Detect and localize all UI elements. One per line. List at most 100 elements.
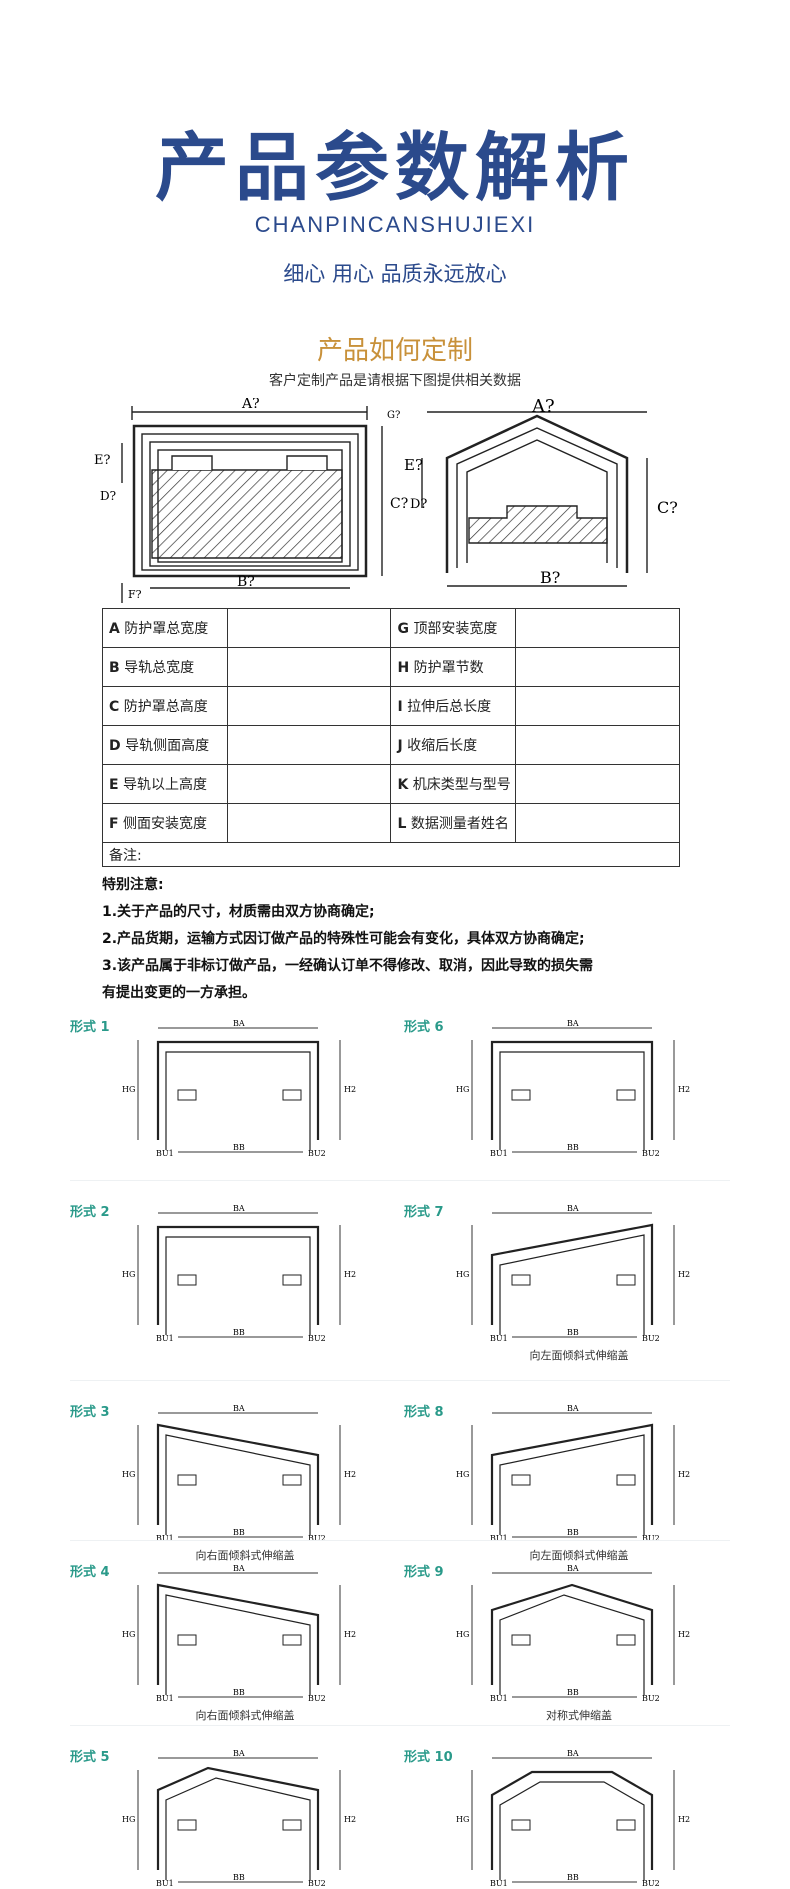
param-label: K 机床类型与型号 <box>390 764 517 804</box>
form-dim-label: HG <box>122 1470 135 1479</box>
form-caption: 向右面倾斜式伸缩盖 <box>195 1549 295 1562</box>
label-right-d: D? <box>410 497 427 512</box>
note-item: 2.产品货期，运输方式因订做产品的特殊性可能会有变化，具体双方协商确定; <box>102 931 585 947</box>
form-dim-label: BB <box>567 1143 579 1152</box>
form-dim-label: BB <box>233 1328 245 1337</box>
form-dim-label: H2 <box>344 1815 356 1824</box>
label-right-b: B? <box>540 568 560 587</box>
form-dim-label: HG <box>456 1085 469 1094</box>
form-dim-label: HG <box>456 1470 469 1479</box>
label-left-b: B? <box>237 574 255 590</box>
form-dim-label: BB <box>567 1873 579 1882</box>
form-dim-label: BB <box>567 1528 579 1537</box>
param-value <box>226 725 392 765</box>
form-dim-label: HG <box>456 1815 469 1824</box>
form-dim-label: BB <box>567 1688 579 1697</box>
param-value <box>515 725 680 765</box>
table-row: F 侧面安装宽度 L 数据测量者姓名 <box>102 803 680 843</box>
param-value <box>515 608 680 648</box>
form-caption: 向左面倾斜式伸缩盖 <box>529 1549 629 1562</box>
param-value <box>226 608 392 648</box>
label-left-e: E? <box>94 453 110 468</box>
param-label: H 防护罩节数 <box>390 647 517 687</box>
form-dim-label: BA <box>233 1205 245 1213</box>
form-label: 形式 5 <box>70 1750 110 1765</box>
param-label: F 侧面安装宽度 <box>102 803 228 843</box>
param-label: J 收缩后长度 <box>390 725 517 765</box>
form-dim-label: BU1 <box>490 1534 508 1543</box>
form-label: 形式 10 <box>404 1750 453 1765</box>
hero-section: 产品参数解析 CHANPINCANSHUJIEXI 细心 用心 品质永远放心 <box>0 0 790 300</box>
form-dim-label: BA <box>567 1205 579 1213</box>
remark-label: 备注: <box>102 842 680 867</box>
form-dim-label: BU2 <box>308 1534 326 1543</box>
form-label: 形式 2 <box>70 1205 110 1220</box>
page-title: 产品参数解析 <box>155 125 635 211</box>
custom-subtitle: 客户定制产品是请根据下图提供相关数据 <box>269 373 521 389</box>
form-label: 形式 6 <box>404 1020 444 1035</box>
form-dim-label: BB <box>233 1873 245 1882</box>
form-dim-label: H2 <box>678 1270 690 1279</box>
note-item: 有提出变更的一方承担。 <box>102 985 256 1001</box>
form-dim-label: BA <box>233 1020 245 1028</box>
form-dim-label: BB <box>233 1143 245 1152</box>
label-left-f: F? <box>128 588 142 601</box>
param-value <box>226 647 392 687</box>
param-value <box>226 764 392 804</box>
form-dim-label: H2 <box>678 1815 690 1824</box>
form-dim-label: H2 <box>678 1630 690 1639</box>
note-item: 1.关于产品的尺寸，材质需由双方协商确定; <box>102 904 375 920</box>
form-dim-label: HG <box>456 1630 469 1639</box>
form-dim-label: BU2 <box>642 1334 660 1343</box>
form-dim-label: BU2 <box>308 1149 326 1158</box>
form-dim-label: HG <box>122 1815 135 1824</box>
form-dim-label: BU2 <box>642 1694 660 1703</box>
label-right-c: C? <box>657 498 678 517</box>
label-left-g: G? <box>387 410 400 421</box>
measurement-diagram: A? G? E? D? C? B? F? A? E? D? C? B? <box>94 398 678 603</box>
table-row-remark: 备注: <box>102 842 680 867</box>
label-left-c: C? <box>390 496 408 512</box>
param-label: A 防护罩总宽度 <box>102 608 228 648</box>
form-label: 形式 9 <box>404 1565 444 1580</box>
label-right-a: A? <box>531 398 555 417</box>
param-value <box>515 764 680 804</box>
table-row: A 防护罩总宽度 G 顶部安装宽度 <box>102 608 680 648</box>
form-dim-label: H2 <box>344 1085 356 1094</box>
note-item: 3.该产品属于非标订做产品，一经确认订单不得修改、取消，因此导致的损失需 <box>102 958 594 974</box>
table-row: D 导轨侧面高度 J 收缩后长度 <box>102 725 680 765</box>
param-label: C 防护罩总高度 <box>102 686 228 726</box>
form-dim-label: HG <box>122 1270 135 1279</box>
form-dim-label: HG <box>456 1270 469 1279</box>
flat-cover-diagram <box>121 406 383 603</box>
form-dim-label: H2 <box>344 1470 356 1479</box>
param-label: B 导轨总宽度 <box>102 647 228 687</box>
param-label: E 导轨以上高度 <box>102 764 228 804</box>
label-left-a: A? <box>241 398 260 412</box>
form-label: 形式 8 <box>404 1405 444 1420</box>
peaked-cover-diagram <box>421 411 648 587</box>
param-table: A 防护罩总宽度 G 顶部安装宽度 B 导轨总宽度 H 防护罩节数 C 防护罩总… <box>102 608 680 867</box>
form-dim-label: BU2 <box>642 1879 660 1888</box>
form-dim-label: BU2 <box>308 1879 326 1888</box>
form-dim-label: BA <box>567 1020 579 1028</box>
form-dim-label: BA <box>233 1750 245 1758</box>
form-dim-label: BA <box>233 1565 245 1573</box>
param-value <box>515 686 680 726</box>
form-dim-label: BA <box>567 1750 579 1758</box>
form-dim-label: HG <box>122 1085 135 1094</box>
page-subtitle: CHANPINCANSHUJIEXI <box>254 212 536 237</box>
form-dim-label: H2 <box>344 1270 356 1279</box>
param-value <box>226 686 392 726</box>
form-label: 形式 4 <box>70 1565 110 1580</box>
form-dim-label: BU2 <box>642 1149 660 1158</box>
param-label: D 导轨侧面高度 <box>102 725 228 765</box>
form-label: 形式 7 <box>404 1205 444 1220</box>
form-dim-label: BU1 <box>156 1694 174 1703</box>
